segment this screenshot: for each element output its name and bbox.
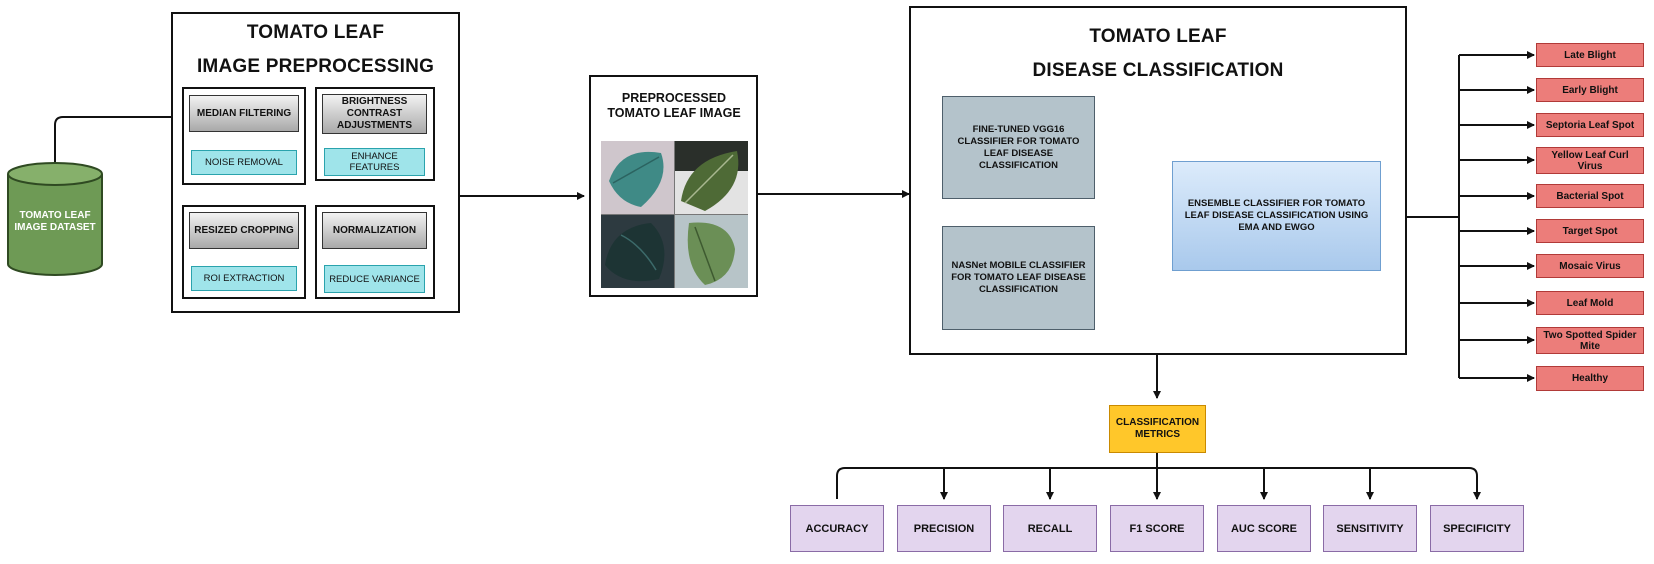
metric-accuracy: ACCURACY <box>790 505 884 552</box>
leaf-image-4 <box>675 215 748 288</box>
cylinder-shape <box>7 162 103 276</box>
metric-recall: RECALL <box>1003 505 1097 552</box>
class-septoria-leaf-spot: Septoria Leaf Spot <box>1536 113 1644 137</box>
class-early-blight: Early Blight <box>1536 78 1644 102</box>
class-bacterial-spot: Bacterial Spot <box>1536 184 1644 208</box>
leaf-image-1 <box>601 141 674 214</box>
class-target-spot: Target Spot <box>1536 219 1644 243</box>
leaf-image-3 <box>601 215 674 288</box>
classification-title-line2: DISEASE CLASSIFICATION <box>1032 60 1284 81</box>
metric-specificity: SPECIFICITY <box>1430 505 1524 552</box>
dataset-label: TOMATO LEAF IMAGE DATASET <box>14 210 96 233</box>
class-healthy: Healthy <box>1536 366 1644 391</box>
enhance-features-box: ENHANCE FEATURES <box>324 148 425 176</box>
classification-metrics-box: CLASSIFICATION METRICS <box>1109 405 1206 453</box>
nasnet-classifier-box: NASNet MOBILE CLASSIFIER FOR TOMATO LEAF… <box>942 226 1095 330</box>
preprocessed-panel: PREPROCESSED TOMATO LEAF IMAGE <box>589 75 758 297</box>
leaf-image-grid <box>601 141 748 288</box>
class-leaf-mold: Leaf Mold <box>1536 291 1644 315</box>
class-mosaic-virus: Mosaic Virus <box>1536 254 1644 278</box>
classification-title-line1: TOMATO LEAF <box>1089 26 1227 47</box>
preprocessing-title-line1: TOMATO LEAF <box>246 22 385 43</box>
leaf-image-2 <box>675 141 748 214</box>
metric-auc-score: AUC SCORE <box>1217 505 1311 552</box>
normalization-box: NORMALIZATION <box>322 212 427 249</box>
median-filtering-box: MEDIAN FILTERING <box>189 95 299 132</box>
brightness-contrast-box: BRIGHTNESS CONTRAST ADJUSTMENTS <box>322 94 427 134</box>
preprocessing-title-line2: IMAGE PREPROCESSING <box>196 56 435 77</box>
class-yellow-leaf-curl-virus: Yellow Leaf Curl Virus <box>1536 147 1644 174</box>
metric-f1-score: F1 SCORE <box>1110 505 1204 552</box>
preprocessed-title: PREPROCESSED TOMATO LEAF IMAGE <box>607 91 741 120</box>
dataset-cylinder: TOMATO LEAF IMAGE DATASET <box>4 160 106 278</box>
class-two-spotted-spider-mite: Two Spotted Spider Mite <box>1536 327 1644 354</box>
resized-cropping-box: RESIZED CROPPING <box>189 212 299 249</box>
class-late-blight: Late Blight <box>1536 43 1644 67</box>
metric-precision: PRECISION <box>897 505 991 552</box>
metric-sensitivity: SENSITIVITY <box>1323 505 1417 552</box>
vgg16-classifier-box: FINE-TUNED VGG16 CLASSIFIER FOR TOMATO L… <box>942 96 1095 199</box>
roi-extraction-box: ROI EXTRACTION <box>191 266 297 291</box>
noise-removal-box: NOISE REMOVAL <box>191 150 297 175</box>
reduce-variance-box: REDUCE VARIANCE <box>324 265 425 293</box>
ensemble-classifier-box: ENSEMBLE CLASSIFIER FOR TOMATO LEAF DISE… <box>1172 161 1381 271</box>
